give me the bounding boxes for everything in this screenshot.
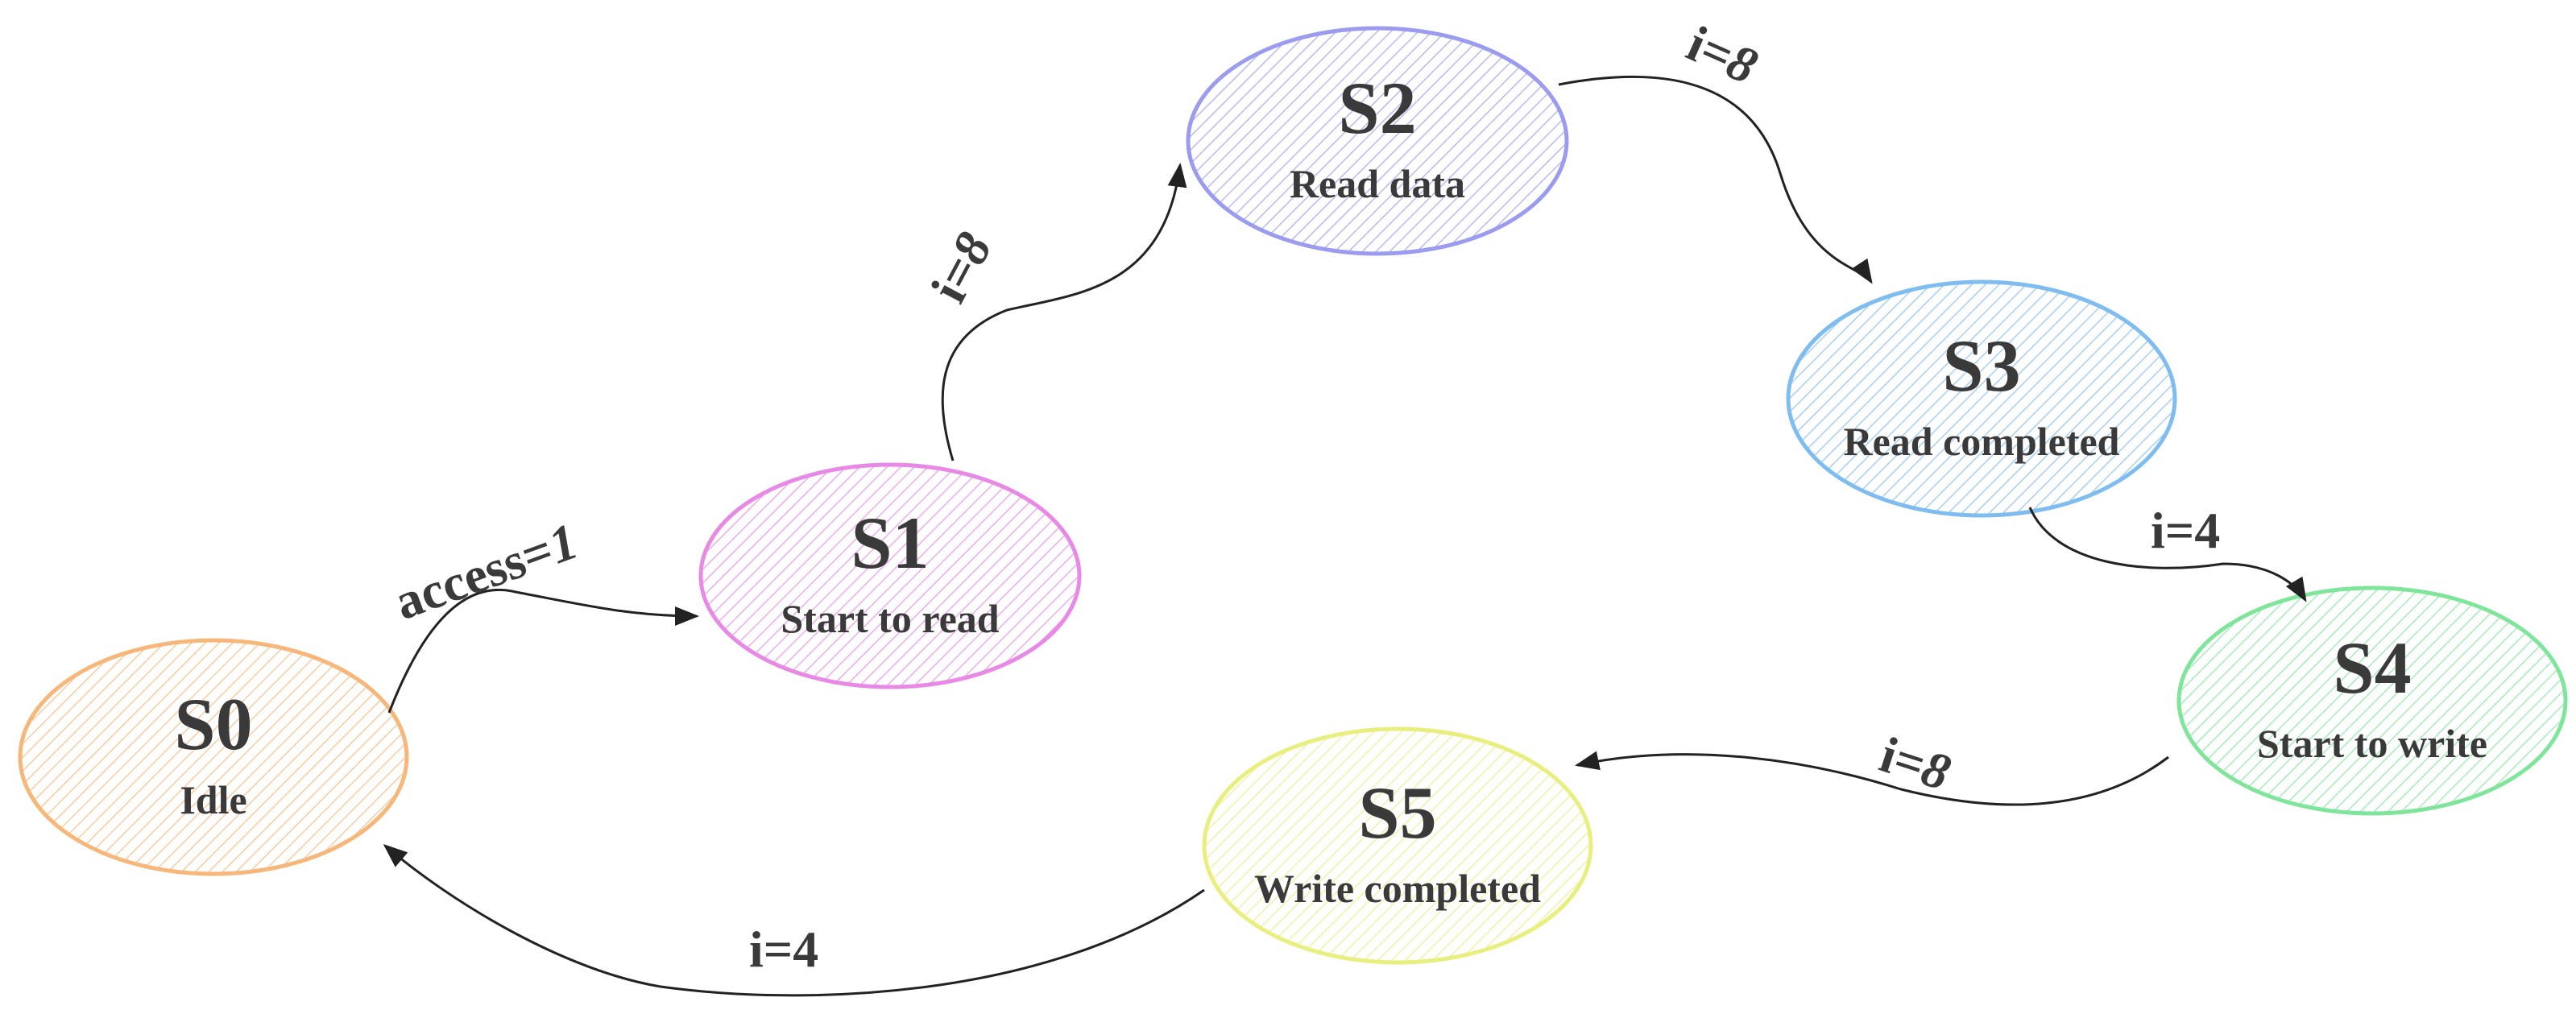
transition-label-main: i=4 <box>2151 502 2220 559</box>
transition-label-main: i=4 <box>749 921 818 978</box>
transition-label-s5-s0: i=4 <box>749 921 818 978</box>
state-desc-s3: Read completed <box>1844 419 2120 464</box>
transition-label-s4-s5: i=8 <box>1874 726 1957 801</box>
transition-label-s2-s3: i=8 <box>1679 14 1766 95</box>
transitions-layer <box>383 75 2307 997</box>
state-ellipse-s0 <box>18 638 409 876</box>
state-ellipse-s5 <box>1202 726 1593 965</box>
transition-arrow-s3-s4 <box>2028 507 2307 602</box>
state-desc-s4: Start to write <box>2257 721 2487 766</box>
transition-label-s3-s4: i=4 <box>2151 502 2220 559</box>
transition-arrow-s5-s0 <box>383 844 1205 997</box>
state-ellipse-s3 <box>1786 279 2177 518</box>
state-desc-s0: Idle <box>180 777 246 822</box>
state-name-s0: S0 <box>174 683 252 765</box>
state-desc-s2: Read data <box>1290 161 1465 206</box>
transition-arrow-s4-s5 <box>1575 751 2169 806</box>
state-name-s5: S5 <box>1358 772 1436 854</box>
state-ellipse-s4 <box>2176 586 2568 816</box>
state-ellipse-s2 <box>1186 26 1569 256</box>
transition-arrow-s0-s1 <box>387 589 699 714</box>
state-desc-s5: Write completed <box>1254 866 1541 911</box>
state-desc-s1: Start to read <box>781 596 999 641</box>
transition-arrow-s2-s3 <box>1558 75 1873 284</box>
state-ellipse-s1 <box>698 462 1082 689</box>
transition-label-s0-s1: access=1 <box>387 512 586 631</box>
state-name-s3: S3 <box>1942 325 2020 407</box>
state-name-s2: S2 <box>1338 67 1416 149</box>
state-name-s4: S4 <box>2333 627 2411 709</box>
transition-label-s1-s2: i=8 <box>920 223 1003 311</box>
state-name-s1: S1 <box>851 502 929 584</box>
transition-arrow-s1-s2 <box>941 163 1187 461</box>
transition-label-main: access= <box>387 521 561 631</box>
